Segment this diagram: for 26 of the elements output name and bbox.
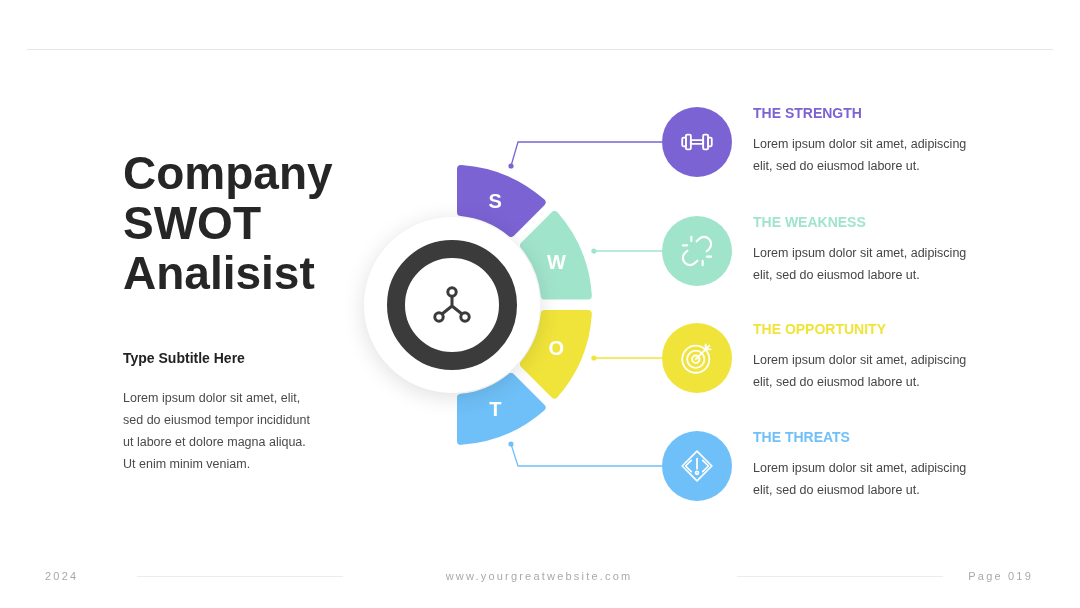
slide-title: Company SWOT Analisist [123, 148, 334, 298]
connector-line [591, 355, 663, 361]
swot-segment [457, 372, 546, 445]
subtitle: Type Subtitle Here [123, 349, 245, 368]
section-description: Lorem ipsum dolor sit amet, adipiscing elit, sed do eiusmod labore ut. [753, 460, 968, 499]
connector-line [508, 141, 663, 169]
section-description: Lorem ipsum dolor sit amet, adipiscing elit, sed do eiusmod labore ut. [753, 352, 968, 391]
section-description: Lorem ipsum dolor sit amet, adipiscing elit, sed do eiusmod labore ut. [753, 136, 968, 175]
segment-letter: S [488, 190, 502, 211]
section-heading: THE WEAKNESS [753, 213, 866, 232]
connector-line [508, 441, 663, 467]
description-paragraph: Lorem ipsum dolor sit amet, elit, sed do eiusmod tempor incididunt ut labore et dolore magna aliqua. Ut enim minim veniam. [123, 390, 311, 473]
segment-letter: T [489, 399, 502, 420]
section-description: Lorem ipsum dolor sit amet, adipiscing elit, sed do eiusmod labore ut. [753, 245, 968, 284]
swot-segment [457, 165, 546, 238]
footer-web-address: www.yourgreatwebsite.com [445, 569, 633, 584]
section-heading: THE OPPORTUNITY [753, 320, 886, 339]
footer-year: 2024 [45, 569, 79, 584]
section-heading: THE STRENGTH [753, 104, 862, 123]
segment-letter: O [548, 338, 565, 359]
connector-line [591, 248, 663, 254]
page-number: Page 019 [968, 569, 1033, 584]
segment-letter: W [546, 251, 566, 272]
swot-segment [519, 211, 592, 300]
swot-segment [519, 310, 592, 399]
section-heading: THE THREATS [753, 428, 850, 447]
